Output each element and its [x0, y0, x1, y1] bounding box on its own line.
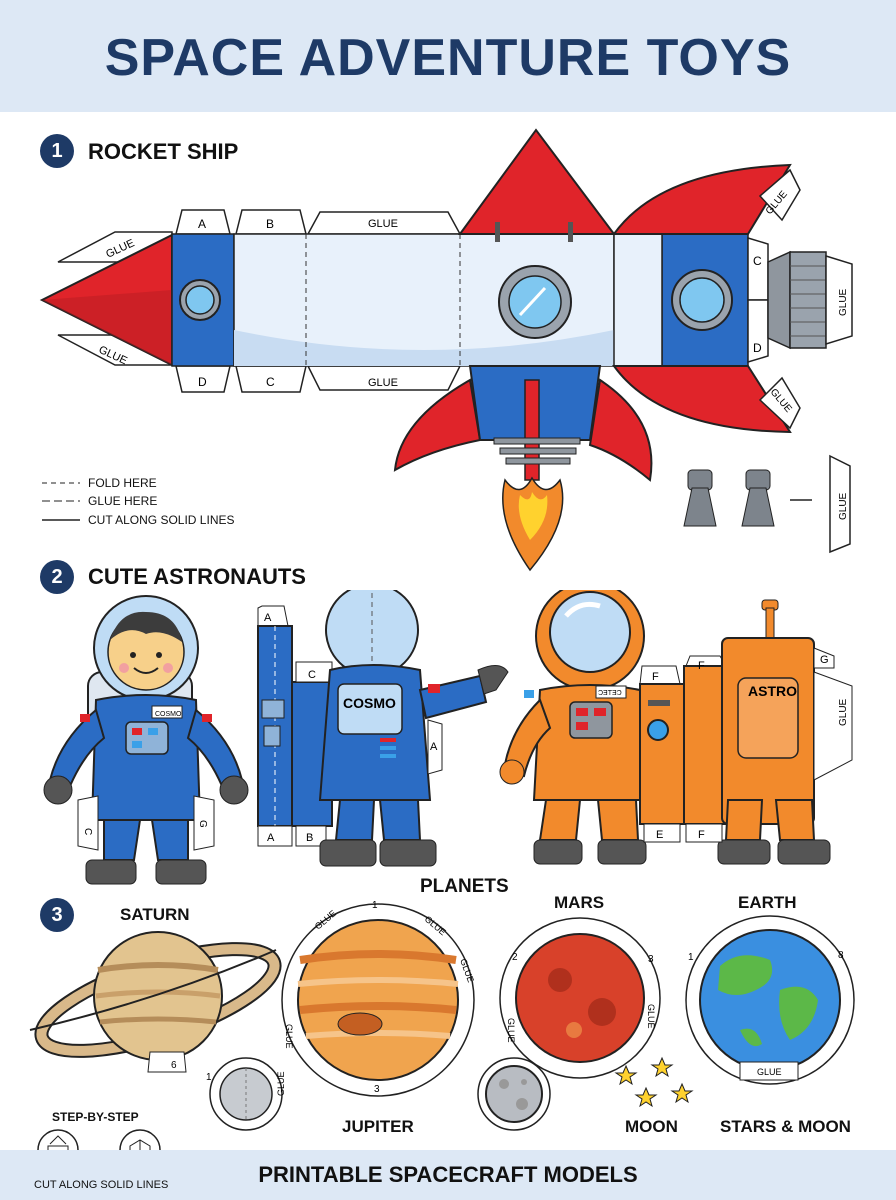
- astro-tab-g: G: [820, 654, 829, 666]
- legend-glue: GLUE HERE: [88, 494, 158, 508]
- cosmo-tab-a-bottom: A: [267, 832, 275, 844]
- section-number-3: 3: [40, 898, 74, 932]
- label-stars-moon: STARS & MOON: [720, 1117, 851, 1136]
- mars-tab-3: 3: [648, 954, 654, 965]
- thruster-piece-2: [741, 469, 775, 527]
- astro-tab-f-bottom: F: [698, 829, 705, 841]
- earth-tab-1: 1: [688, 952, 694, 963]
- astronaut-boy: [43, 595, 249, 885]
- earth-tab-8: 8: [838, 950, 844, 961]
- earth-glue: GLUE: [757, 1067, 782, 1077]
- earth-model: [685, 915, 855, 1085]
- footer-banner: PRINTABLE SPACECRAFT MODELS: [0, 1150, 896, 1200]
- mars-glue-2: GLUE: [646, 1004, 656, 1029]
- thruster-piece-1: [683, 469, 717, 527]
- page-title: SPACE ADVENTURE TOYS: [104, 29, 792, 87]
- steps-caption: CUT ALONG SOLID LINES: [34, 1179, 169, 1191]
- rocket-top-fin: [458, 128, 616, 235]
- engine-glue-label: GLUE: [838, 288, 849, 316]
- tab-c-bottom: C: [266, 375, 275, 389]
- section-number-2: 2: [40, 560, 74, 594]
- astro-glue-label: GLUE: [838, 698, 849, 726]
- astro-tab-f-left: F: [652, 671, 659, 683]
- header-banner: SPACE ADVENTURE TOYS: [0, 0, 896, 112]
- astronauts-template: COSMO C G A C COSMO A A B: [43, 590, 853, 885]
- section-title-astronauts: CUTE ASTRONAUTS: [88, 564, 306, 589]
- mars-model: [499, 917, 661, 1079]
- tab-d-right: D: [753, 341, 762, 355]
- steps-title: STEP-BY-STEP: [52, 1110, 139, 1124]
- mars-tab-2: 2: [512, 952, 518, 963]
- rocket-ship-template: GLUE GLUE A B GLUE D C GLUE: [39, 128, 853, 572]
- section-title-rocket: ROCKET SHIP: [88, 139, 239, 164]
- section-title-planets: PLANETS: [420, 876, 509, 897]
- rocket-rear-fin-top: [612, 163, 792, 235]
- legend-cut: CUT ALONG SOLID LINES: [88, 513, 235, 527]
- cosmo-tab-a-top: A: [264, 612, 272, 624]
- astronaut-boy-tab-g: G: [197, 820, 208, 828]
- tab-glue-top: GLUE: [368, 218, 398, 230]
- section-number-1: 1: [40, 134, 74, 168]
- rocket-assembled-preview: [393, 365, 653, 572]
- tab-a-top: A: [198, 217, 206, 231]
- moon-model: [477, 1057, 551, 1131]
- astronaut-cosmo-net: [257, 590, 509, 867]
- moon-piece-left: [209, 1057, 283, 1131]
- footer-title: PRINTABLE SPACECRAFT MODELS: [258, 1162, 638, 1187]
- cosmo-badge: COSMO: [343, 695, 396, 711]
- astro-badge: ASTRO: [748, 683, 797, 699]
- astro-tab-f-right: F: [698, 660, 705, 672]
- porthole-large-center: [498, 265, 572, 339]
- porthole-right: [671, 269, 733, 331]
- orange-astronaut-badge: ƆƎTƎƆ: [598, 690, 622, 697]
- label-jupiter: JUPITER: [342, 1117, 414, 1136]
- mars-glue-1: GLUE: [506, 1018, 516, 1043]
- astronaut-astro-net: [639, 599, 853, 865]
- astro-tab-e: E: [656, 829, 663, 841]
- cosmo-tab-c: C: [308, 669, 316, 681]
- astronaut-orange: [499, 590, 648, 865]
- cosmo-tab-a-side: A: [430, 741, 438, 753]
- legend-fold: FOLD HERE: [88, 476, 157, 490]
- jupiter-tab-1: 1: [372, 900, 378, 911]
- label-earth: EARTH: [738, 893, 797, 912]
- tab-b-top: B: [266, 217, 274, 231]
- saturn-tab-6: 6: [171, 1060, 177, 1071]
- label-saturn: SATURN: [120, 905, 190, 924]
- moon-tab-1: 1: [206, 1072, 212, 1083]
- rocket-top-tabs: [175, 209, 462, 393]
- thruster-glue-strip: [829, 454, 851, 554]
- planets-template: 6 1 3 GLUE GLUE GLUE GLUE 2 3 GLUE GLUE …: [29, 900, 855, 1131]
- stars-cluster: [614, 1056, 694, 1108]
- saturn-model: [29, 931, 282, 1073]
- jupiter-glue-4: GLUE: [284, 1024, 294, 1049]
- tab-d-bottom: D: [198, 375, 207, 389]
- jupiter-tab-3: 3: [374, 1084, 380, 1095]
- astronaut-boy-badge: COSMO: [155, 711, 182, 718]
- cut-fold-legend: [42, 482, 80, 521]
- rocket-engine-nozzle: [767, 250, 853, 350]
- jupiter-model: [281, 903, 475, 1097]
- rocket-rear-fin-bottom: [612, 365, 792, 434]
- cosmo-tab-b-bottom: B: [306, 832, 313, 844]
- label-mars: MARS: [554, 893, 605, 912]
- astronaut-boy-tab-c: C: [82, 828, 93, 835]
- label-moon: MOON: [625, 1117, 678, 1136]
- thruster-glue-label: GLUE: [838, 492, 849, 520]
- tab-glue-bottom: GLUE: [368, 377, 398, 389]
- moon-glue: GLUE: [276, 1071, 286, 1096]
- porthole-small-left: [179, 279, 221, 321]
- tab-c-right: C: [753, 254, 762, 268]
